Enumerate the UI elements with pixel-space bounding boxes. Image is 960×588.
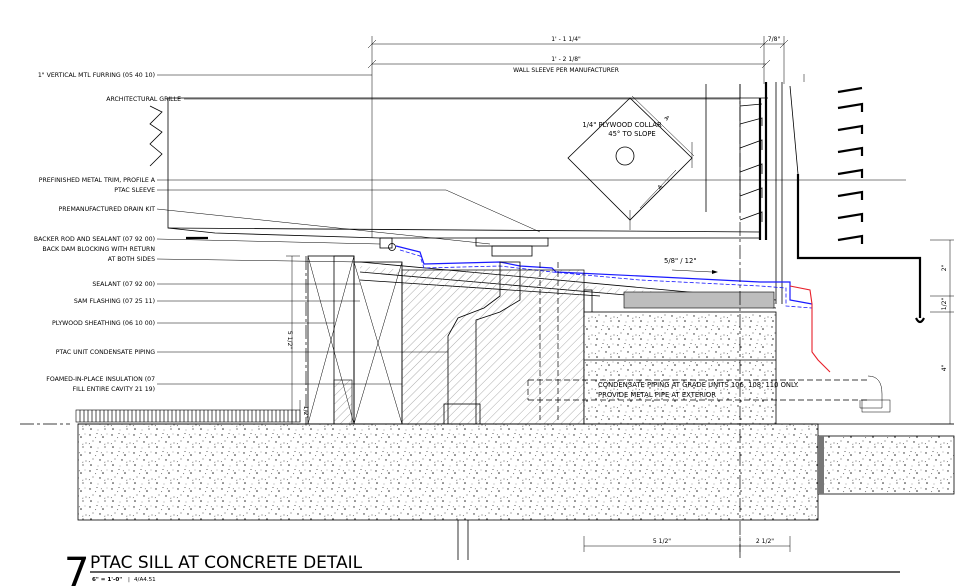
note-collar-1: 1/4" PLYWOOD COLLAR	[582, 121, 662, 129]
dim-left-vert: 5 1/2"	[286, 331, 293, 349]
callout-sleeve: PTAC SLEEVE	[114, 187, 155, 194]
detail-title: PTAC SILL AT CONCRETE DETAIL	[90, 553, 363, 573]
note-condensate-2: PROVIDE METAL PIPE AT EXTERIOR	[598, 391, 716, 399]
top-dimensions: 1' - 1 1/4" 7/8" 1' - 2 1/8" WALL SLEEVE…	[367, 36, 789, 74]
sheet-ref: 4/A4.51	[134, 577, 156, 583]
callout-plywood: PLYWOOD SHEATHING (06 10 00)	[52, 320, 155, 327]
dim-right-half: 1/2"	[941, 298, 948, 311]
ptac-unit	[149, 74, 925, 324]
callout-drain-kit: PREMANUFACTURED DRAIN KIT	[59, 206, 156, 213]
callout-back-dam-2: AT BOTH SIDES	[108, 256, 155, 263]
callout-furring: 1" VERTICAL MTL FURRING (05 40 10)	[38, 72, 155, 79]
note-slope: 5/8" / 12"	[664, 257, 696, 265]
callout-sealant: SEALANT (07 92 00)	[92, 281, 155, 288]
dim-small-vert: 1/2"	[302, 406, 309, 419]
title-block: 7 PTAC SILL AT CONCRETE DETAIL 6" = 1'-0…	[64, 550, 900, 588]
note-diag-b: A	[656, 183, 664, 191]
dim-bottom-2: 2 1/2"	[756, 538, 774, 545]
note-condensate-1: CONDENSATE PIPING AT GRADE UNITS 106, 10…	[598, 381, 799, 389]
bottom-dimensions: 5 1/2" 2 1/2"	[583, 536, 791, 552]
callout-backer-rod: BACKER ROD AND SEALANT (07 92 00)	[34, 236, 155, 243]
detail-number: 7	[64, 550, 89, 588]
right-dimensions: 2" 1/2" 4"	[930, 239, 954, 425]
detail-scale: 6" = 1'-0"	[92, 577, 122, 583]
wall-sleeve-note: WALL SLEEVE PER MANUFACTURER	[513, 67, 619, 74]
note-collar-2: 45° TO SLOPE	[608, 130, 655, 138]
wall-framing	[307, 255, 593, 560]
callout-insulation: FOAMED-IN-PLACE INSULATION (07	[46, 376, 155, 383]
concrete-slab	[20, 311, 955, 521]
callout-labels: 1" VERTICAL MTL FURRING (05 40 10) ARCHI…	[34, 72, 906, 393]
dim-bottom-1: 5 1/2"	[653, 538, 671, 545]
dim-right-4: 4"	[941, 364, 948, 371]
callout-grille: ARCHITECTURAL GRILLE	[106, 96, 181, 103]
callout-sam-flashing: SAM FLASHING (07 25 11)	[74, 298, 155, 305]
callout-insulation-2: FILL ENTIRE CAVITY 21 19)	[73, 386, 155, 393]
note-diag-a: A	[663, 114, 671, 122]
callout-back-dam: BACK DAM BLOCKING WITH RETURN	[42, 246, 155, 253]
dim-top-1: 1' - 1 1/4"	[551, 36, 581, 43]
plywood-collar	[567, 95, 695, 230]
drawing-notes: 1/4" PLYWOOD COLLAR 45° TO SLOPE 5/8" / …	[582, 114, 799, 399]
dim-right-2: 2"	[941, 264, 948, 271]
left-dimensions: 5 1/2" 1/2"	[286, 255, 309, 425]
dim-top-2: 7/8"	[768, 36, 781, 43]
callout-trim: PREFINISHED METAL TRIM, PROFILE A	[39, 177, 156, 184]
dim-top-3: 1' - 2 1/8"	[551, 56, 581, 63]
scale-separator: |	[128, 577, 130, 583]
callout-condensate-piping: PTAC UNIT CONDENSATE PIPING	[56, 349, 155, 356]
